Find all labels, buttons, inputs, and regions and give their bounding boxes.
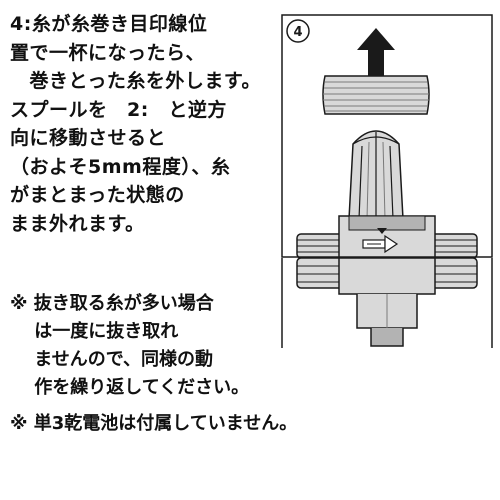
instruction-line: がまとまった状態の: [10, 184, 185, 206]
note-line: 作を繰り返してください。: [10, 377, 250, 398]
instruction-line: 向に移動させると: [10, 127, 167, 149]
instruction-line: 置で一杯になったら、: [10, 41, 206, 64]
up-arrow-icon: [357, 28, 395, 78]
instruction-text: 4:糸が糸巻き目印線位 置で一杯になったら、 巻きとった糸を外します。 スプール…: [10, 10, 285, 238]
note-line: ※ 単3乾電池は付属していません。: [10, 413, 298, 434]
instruction-line: 巻きとった糸を外します。: [10, 70, 262, 92]
step-number-badge: 4: [286, 19, 310, 43]
instruction-line: （およそ5mm程度）、糸: [10, 155, 231, 178]
note-removal: ※ 抜き取る糸が多い場合 は一度に抜き取れ ませんので、同様の動 作を繰り返して…: [10, 290, 340, 402]
note-battery: ※ 単3乾電池は付属していません。: [10, 410, 340, 438]
spool-cone: [348, 130, 404, 220]
instruction-line: スプールを 2: と逆方: [10, 98, 227, 121]
right-arrow-icon: [362, 234, 399, 254]
spool-illustration: 4: [281, 14, 493, 259]
spool-base: [281, 257, 493, 348]
thread-bundle: [322, 75, 430, 115]
note-line: ませんので、同様の動: [10, 349, 214, 370]
instruction-line: まま外れます。: [10, 212, 145, 235]
note-line: ※ 抜き取る糸が多い場合: [10, 293, 214, 314]
note-line: は一度に抜き取れ: [10, 321, 179, 342]
instruction-line: 4:糸が糸巻き目印線位: [10, 13, 208, 35]
spool-collar: [338, 215, 436, 259]
step-number: 4: [293, 25, 302, 40]
